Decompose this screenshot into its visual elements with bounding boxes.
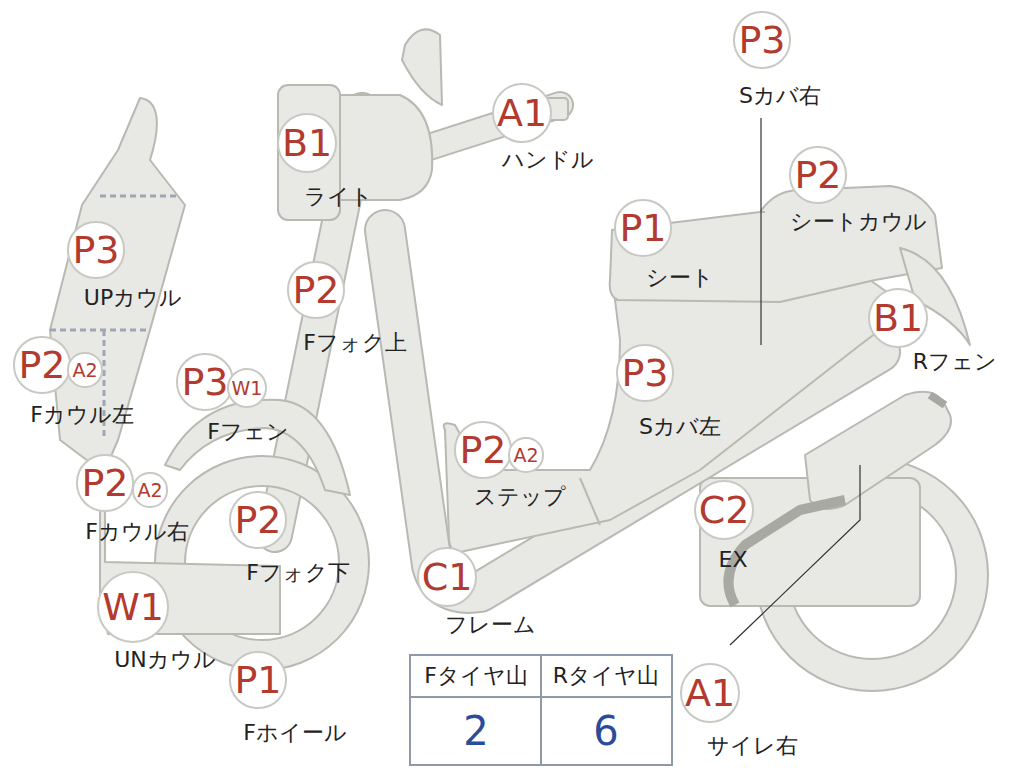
part-name: サイレ右 bbox=[707, 734, 798, 758]
windscreen bbox=[402, 29, 442, 105]
table-frame bbox=[410, 655, 672, 765]
callout-code: A1 bbox=[685, 674, 735, 712]
callout-circle: P2 bbox=[789, 146, 846, 203]
callout-circle: C2 bbox=[694, 480, 755, 541]
callout-circle: A1 bbox=[680, 663, 740, 723]
callout-circle: P1 bbox=[229, 651, 286, 708]
leader-line bbox=[760, 118, 761, 345]
callout-circle: A2 bbox=[67, 352, 102, 387]
cowl-seam bbox=[50, 329, 150, 332]
callout-circle: A1 bbox=[492, 83, 552, 143]
table-rule bbox=[540, 655, 542, 765]
callout-code: P1 bbox=[234, 661, 281, 699]
part-name: ステップ bbox=[474, 485, 566, 509]
callout-code: P2 bbox=[234, 501, 281, 539]
callout-circle: P2 bbox=[13, 336, 70, 393]
callout-circle: P1 bbox=[614, 199, 671, 256]
callout-code: C1 bbox=[422, 558, 473, 596]
callout-code: B1 bbox=[873, 299, 923, 337]
part-name: EX bbox=[719, 548, 748, 572]
callout-code: P1 bbox=[619, 209, 666, 247]
callout-code: A2 bbox=[513, 446, 538, 465]
part-name: フレーム bbox=[445, 613, 536, 637]
cowl-seam bbox=[100, 195, 178, 198]
part-name: UPカウル bbox=[84, 286, 182, 310]
front-cowl bbox=[50, 98, 280, 634]
callout-circle: P3 bbox=[733, 11, 790, 68]
part-name: Fホイール bbox=[243, 721, 347, 745]
part-name: ハンドル bbox=[502, 148, 594, 172]
callout-circle: P2 bbox=[454, 421, 511, 478]
callout-code: A2 bbox=[72, 361, 97, 380]
callout-code: P2 bbox=[459, 431, 506, 469]
callout-code: P3 bbox=[621, 354, 668, 392]
callout-code: B1 bbox=[282, 124, 332, 162]
seat bbox=[610, 186, 942, 302]
table-cell: 6 bbox=[593, 709, 618, 753]
callout-code: C2 bbox=[699, 491, 750, 529]
table-cell: Rタイヤ山 bbox=[553, 664, 659, 688]
table-cell: Fタイヤ山 bbox=[424, 664, 528, 688]
callout-code: A1 bbox=[497, 94, 547, 132]
callout-circle: P2 bbox=[287, 261, 344, 318]
callout-circle: P2 bbox=[229, 491, 286, 548]
callout-circle: B1 bbox=[277, 113, 337, 173]
part-name: Sカバ左 bbox=[639, 415, 721, 439]
callout-circle: A2 bbox=[132, 472, 167, 507]
part-name: Sカバ右 bbox=[739, 84, 821, 108]
callout-code: P2 bbox=[18, 346, 65, 384]
callout-circle: P2 bbox=[76, 454, 133, 511]
callout-code: P3 bbox=[181, 363, 228, 401]
muffler bbox=[805, 392, 951, 509]
callout-circle: P3 bbox=[616, 344, 673, 401]
callout-code: P3 bbox=[738, 21, 785, 59]
callout-code: P3 bbox=[72, 231, 119, 269]
muffler-tip bbox=[930, 395, 945, 405]
callout-circle: B1 bbox=[868, 288, 928, 348]
part-name: Fカウル左 bbox=[30, 403, 134, 427]
callout-circle: P3 bbox=[67, 221, 124, 278]
callout-code: A2 bbox=[137, 481, 162, 500]
part-name: UNカウル bbox=[114, 648, 216, 672]
part-name: Fフェン bbox=[207, 420, 289, 444]
callout-code: P2 bbox=[292, 271, 339, 309]
part-name: Rフェン bbox=[913, 350, 997, 374]
callout-circle: A2 bbox=[508, 437, 543, 472]
table-cell: 2 bbox=[463, 709, 488, 753]
part-name: Fフォク下 bbox=[246, 561, 350, 585]
part-name: Fカウル右 bbox=[85, 520, 189, 544]
callout-circle: P3 bbox=[176, 353, 233, 410]
step-seam bbox=[580, 478, 600, 525]
callout-code: W1 bbox=[232, 379, 263, 398]
part-name: シート bbox=[646, 266, 714, 290]
part-name: シートカウル bbox=[790, 210, 927, 234]
callout-code: W1 bbox=[102, 588, 164, 626]
leader-line bbox=[730, 465, 860, 645]
callout-circle: C1 bbox=[417, 547, 478, 608]
part-name: Fフォク上 bbox=[303, 331, 407, 355]
front-fender bbox=[165, 400, 350, 495]
part-name: ライト bbox=[304, 185, 373, 209]
callout-circle: W1 bbox=[97, 571, 169, 643]
side-cover bbox=[444, 280, 905, 552]
callout-code: P2 bbox=[81, 464, 128, 502]
callout-code: P2 bbox=[794, 156, 841, 194]
tire-table bbox=[410, 655, 672, 765]
